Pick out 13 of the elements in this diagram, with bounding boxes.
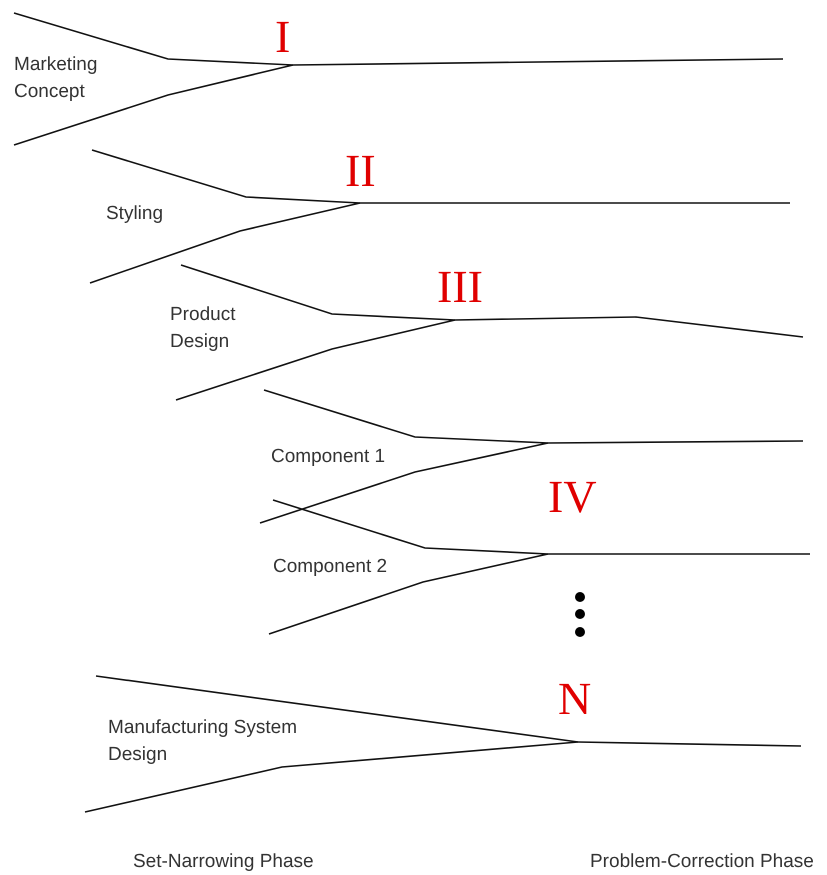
part-label: Styling <box>106 202 164 226</box>
phase-numeral: II <box>345 148 376 194</box>
phase-label: Set-Narrowing Phase <box>133 850 314 874</box>
phase-label: Problem-Correction Phase <box>590 850 814 874</box>
phase-numeral: III <box>437 264 483 310</box>
phase-numeral: I <box>275 14 290 60</box>
part-label: Component 2 <box>273 555 388 579</box>
part-label: Component 1 <box>271 445 386 469</box>
part-label: Marketing Concept <box>14 53 98 104</box>
phase-numeral: N <box>558 676 592 722</box>
part-label: Product Design <box>170 303 236 354</box>
phase-numeral: IV <box>548 474 597 520</box>
part-label: Manufacturing System Design <box>108 716 298 767</box>
